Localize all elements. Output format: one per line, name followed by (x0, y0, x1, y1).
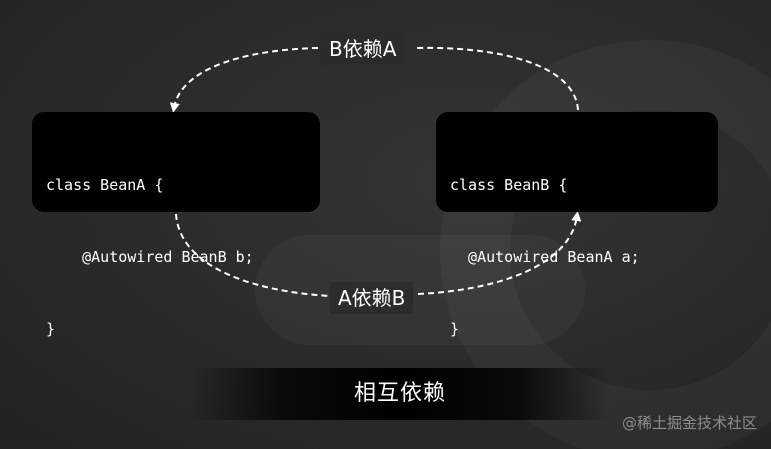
watermark: @稀土掘金技术社区 (621, 414, 757, 432)
arrow-label-a-depends-b: A依赖B (330, 282, 414, 314)
arrow-label-b-depends-a: B依赖A (321, 33, 405, 65)
arrow-a-depends-b-tail (417, 211, 582, 295)
bean-b-code-box: class BeanB { @Autowired BeanA a; } (436, 112, 718, 338)
bean-b-line-1: class BeanB { (450, 176, 568, 194)
diagram-title: 相互依赖 (353, 381, 446, 406)
bean-a-line-3: } (46, 320, 56, 338)
arrow-a-depends-b (175, 213, 331, 297)
bean-a-code-box: class BeanA { @Autowired BeanB b; } (32, 112, 320, 338)
title-band: 相互依赖 (190, 368, 610, 420)
bean-a-line-2: @Autowired BeanB b; (46, 248, 254, 266)
bean-b-line-3: } (450, 320, 460, 338)
arrow-b-depends-a (414, 46, 579, 111)
bean-a-line-1: class BeanA { (46, 176, 164, 194)
arrow-b-depends-a-tail (169, 47, 319, 113)
bean-b-line-2: @Autowired BeanA a; (450, 248, 640, 266)
